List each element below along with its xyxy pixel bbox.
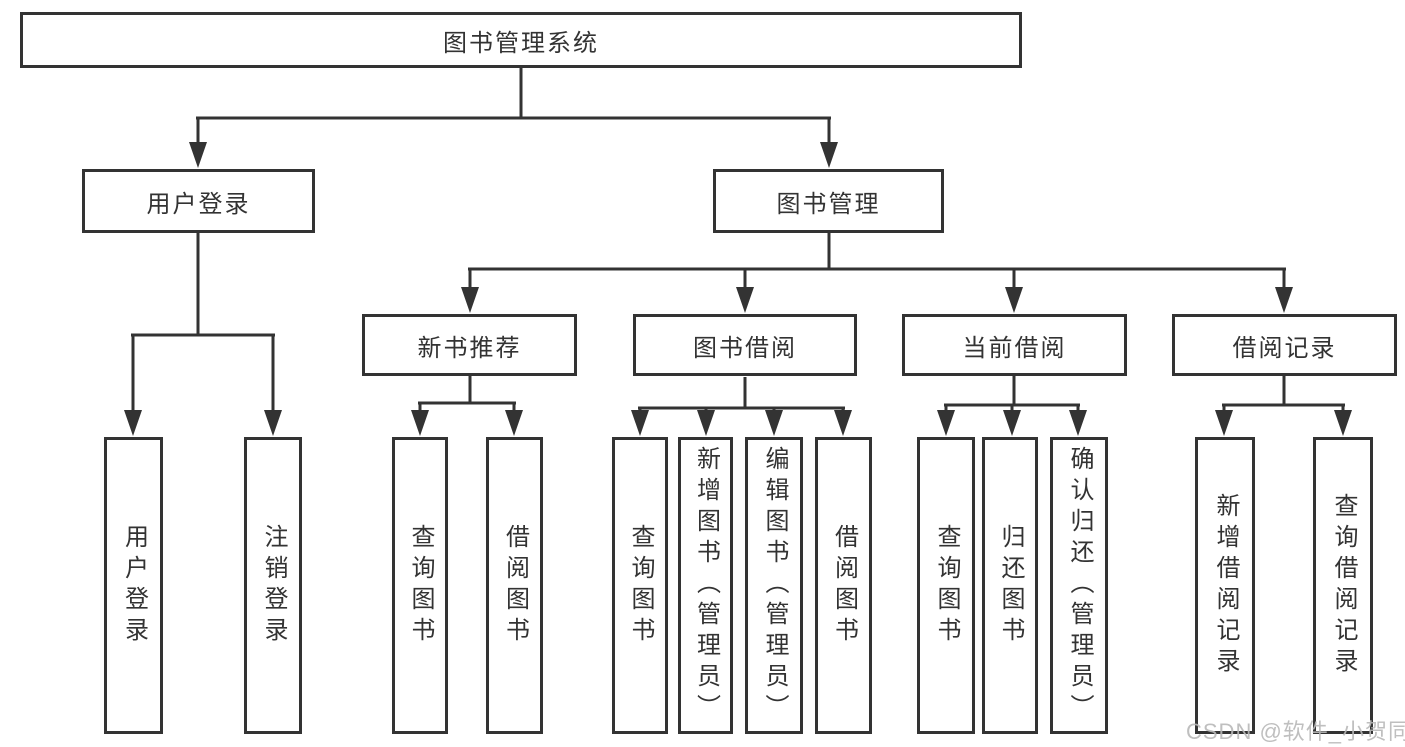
node-label: 新增借阅记录 bbox=[1212, 492, 1239, 679]
node-label: 编辑图书（管理员） bbox=[761, 446, 788, 725]
node-label: 图书管理 bbox=[776, 190, 881, 218]
node-label: 查询图书 bbox=[627, 523, 654, 648]
node-label: 借阅图书 bbox=[501, 523, 529, 648]
node-label: 确认归还（管理员） bbox=[1066, 446, 1093, 725]
node-book-management: 图书管理 bbox=[713, 169, 944, 233]
node-label: 图书借阅 bbox=[693, 334, 797, 362]
node-label: 查询图书 bbox=[933, 523, 960, 648]
node-leaf-borrow-books-1: 借阅图书 bbox=[486, 437, 543, 734]
node-leaf-query-books-3: 查询图书 bbox=[917, 437, 975, 734]
node-current-borrow: 当前借阅 bbox=[902, 314, 1127, 376]
node-leaf-query-books-2: 查询图书 bbox=[612, 437, 668, 734]
node-leaf-logout-login: 注销登录 bbox=[244, 437, 302, 734]
node-borrow-record: 借阅记录 bbox=[1172, 314, 1397, 376]
node-label: 借阅图书 bbox=[830, 523, 858, 648]
node-leaf-query-borrow-record: 查询借阅记录 bbox=[1313, 437, 1373, 734]
node-label: 新增图书（管理员） bbox=[692, 446, 720, 725]
node-label: 用户登录 bbox=[120, 523, 148, 648]
node-label: 查询图书 bbox=[407, 523, 434, 648]
node-label: 归还图书 bbox=[997, 523, 1024, 648]
node-label: 图书管理系统 bbox=[443, 29, 599, 57]
node-label: 借阅记录 bbox=[1232, 334, 1337, 362]
node-leaf-confirm-return-admin: 确认归还（管理员） bbox=[1050, 437, 1108, 734]
node-label: 注销登录 bbox=[260, 523, 287, 648]
node-leaf-return-books: 归还图书 bbox=[982, 437, 1038, 734]
node-label: 查询借阅记录 bbox=[1330, 492, 1357, 679]
node-leaf-user-login: 用户登录 bbox=[104, 437, 163, 734]
node-leaf-borrow-books-2: 借阅图书 bbox=[815, 437, 872, 734]
node-label: 用户登录 bbox=[146, 190, 251, 218]
node-label: 新书推荐 bbox=[417, 334, 522, 362]
node-book-borrow: 图书借阅 bbox=[633, 314, 857, 376]
node-new-book-recommend: 新书推荐 bbox=[362, 314, 577, 376]
node-leaf-add-borrow-record: 新增借阅记录 bbox=[1195, 437, 1255, 734]
arrowhead-icons bbox=[124, 142, 1352, 436]
watermark: CSDN @软件_小贺同学 bbox=[1186, 719, 1405, 744]
node-root-library-management-system: 图书管理系统 bbox=[20, 12, 1022, 68]
node-leaf-edit-books-admin: 编辑图书（管理员） bbox=[745, 437, 803, 734]
node-user-login: 用户登录 bbox=[82, 169, 315, 233]
node-label: 当前借阅 bbox=[962, 334, 1067, 362]
node-leaf-add-books-admin: 新增图书（管理员） bbox=[678, 437, 733, 734]
node-leaf-query-books-1: 查询图书 bbox=[392, 437, 448, 734]
